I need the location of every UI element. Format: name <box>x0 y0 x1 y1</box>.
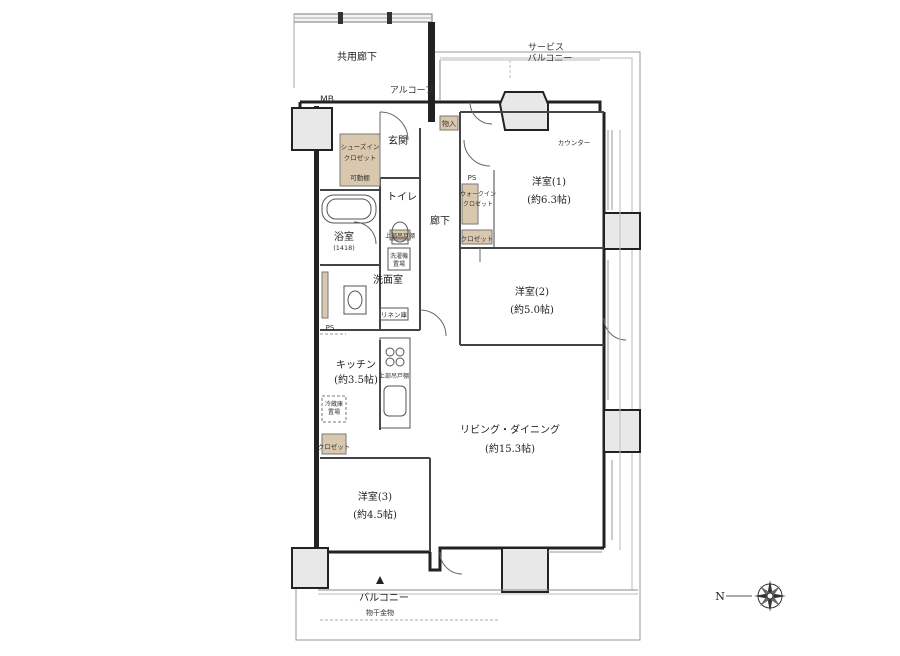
service-balcony <box>439 59 600 100</box>
label-western2-size: (約5.0帖) <box>510 303 554 316</box>
label-fridge-2: 置場 <box>328 408 340 416</box>
label-hallway: 廊下 <box>430 214 450 227</box>
label-upper-cupboard: 上部吊戸棚 <box>379 372 409 380</box>
label-shoe-closet-1: シューズイン <box>341 142 380 151</box>
label-entrance: 玄関 <box>388 134 408 147</box>
label-western3-size: (約4.5帖) <box>353 508 397 521</box>
storage-mono <box>439 115 459 131</box>
label-north: N <box>715 590 725 603</box>
corridor-railing <box>293 12 433 88</box>
columns <box>291 91 641 593</box>
label-movable-shelf: 可動棚 <box>350 173 370 182</box>
label-ldk: リビング・ダイニング <box>460 423 560 436</box>
compass-icon <box>754 580 786 612</box>
label-common-corridor: 共用廊下 <box>337 50 377 63</box>
label-alcove: アルコーブ <box>390 84 434 96</box>
toilet-fixture <box>391 221 409 245</box>
label-walkin-2: クロゼット <box>463 200 493 208</box>
label-fridge-1: 冷蔵庫 <box>325 400 343 408</box>
column-sw <box>291 547 329 589</box>
label-shoe-closet-2: クロゼット <box>344 153 377 162</box>
label-ldk-size: (約15.3帖) <box>485 442 535 455</box>
label-western2: 洋室(2) <box>515 285 549 298</box>
walkin-closet-fill <box>461 183 479 225</box>
label-walkin-1: ウォークイン <box>460 190 496 198</box>
closet-1 <box>461 229 493 245</box>
bathtub <box>321 194 377 224</box>
label-toilet: トイレ <box>387 192 417 203</box>
label-closet-1: クロゼット <box>461 234 494 243</box>
windows <box>548 130 613 553</box>
built-ins <box>321 115 493 455</box>
label-balcony: バルコニー <box>359 592 409 604</box>
label-mb: MB <box>320 95 334 105</box>
label-kitchen-size: (約3.5帖) <box>334 373 378 386</box>
column-s <box>501 547 549 593</box>
label-closet-3: クロゼット <box>318 442 351 451</box>
label-bath-size: (1418) <box>333 244 355 252</box>
shoe-closet <box>339 133 381 187</box>
label-counter: カウンター <box>558 138 591 147</box>
washer-space <box>387 247 411 271</box>
label-western1-size: (約6.3帖) <box>527 193 571 206</box>
label-ps-2: PS <box>326 324 335 332</box>
label-kitchen: キッチン <box>336 359 376 371</box>
wash-basin <box>343 285 367 315</box>
label-bath: 浴室 <box>334 230 354 243</box>
column-e1 <box>603 212 641 250</box>
fridge-space <box>321 395 347 423</box>
linen-closet <box>379 307 409 321</box>
column-nw <box>291 107 333 151</box>
label-ps-1: PS <box>468 174 477 182</box>
column-e2 <box>603 409 641 453</box>
doors <box>353 101 627 575</box>
label-washroom: 洗面室 <box>373 273 403 286</box>
label-service-balcony-2: バルコニー <box>528 53 573 64</box>
west-wall <box>314 106 319 556</box>
label-laundry-rail: 物干金物 <box>366 608 394 617</box>
upper-cabinet-toilet <box>389 229 411 241</box>
washroom-shelf <box>321 271 329 319</box>
alcove-wall <box>428 22 435 122</box>
label-service-balcony-1: サービス <box>528 42 564 53</box>
kitchen-counter <box>379 337 411 429</box>
label-western1: 洋室(1) <box>532 175 566 188</box>
label-upper-cabinet: 上部吊戸棚 <box>385 232 415 240</box>
entrance-arrow <box>376 576 384 584</box>
balcony-railing <box>318 130 638 621</box>
interior-walls <box>320 111 604 552</box>
label-western3: 洋室(3) <box>358 490 392 503</box>
label-washer-1: 洗濯機 <box>390 252 408 260</box>
closet-3 <box>321 433 347 455</box>
label-washer-2: 置場 <box>393 260 405 268</box>
label-linen: リネン庫 <box>381 310 408 319</box>
label-storage: 物入 <box>442 119 456 128</box>
